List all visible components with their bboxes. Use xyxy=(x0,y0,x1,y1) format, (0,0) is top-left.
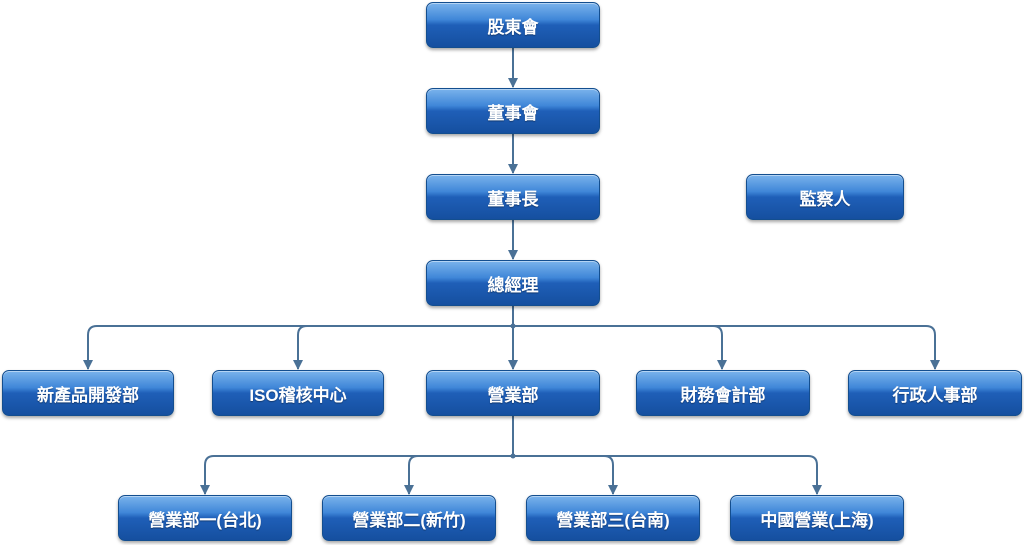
node-finance-accounting: 財務會計部 xyxy=(636,370,810,416)
connector-to-sales-3 xyxy=(513,455,618,495)
node-general-manager: 總經理 xyxy=(426,260,600,306)
junction-dot-sales xyxy=(510,453,516,459)
node-sales-department: 營業部 xyxy=(426,370,600,416)
connector-to-admin xyxy=(513,325,940,370)
node-new-product-dev: 新產品開發部 xyxy=(2,370,174,416)
connector-to-sales-2 xyxy=(404,455,513,495)
node-administration-hr: 行政人事部 xyxy=(848,370,1022,416)
node-sales-2-hsinchu: 營業部二(新竹) xyxy=(322,495,496,541)
node-board-of-directors: 董事會 xyxy=(426,88,600,134)
node-sales-1-taipei: 營業部一(台北) xyxy=(118,495,292,541)
connector-to-china xyxy=(513,455,822,495)
node-china-sales-shanghai: 中國營業(上海) xyxy=(730,495,904,541)
node-supervisor: 監察人 xyxy=(746,174,904,220)
connector-to-iso xyxy=(293,325,513,370)
node-iso-audit-center: ISO稽核中心 xyxy=(212,370,384,416)
node-sales-3-tainan: 營業部三(台南) xyxy=(526,495,700,541)
connector-to-new-product xyxy=(83,325,513,370)
junction-dot-gm xyxy=(510,323,516,329)
connector-to-sales-1 xyxy=(200,455,513,495)
node-shareholders-meeting: 股東會 xyxy=(426,2,600,48)
connector-to-finance xyxy=(513,325,727,370)
node-chairman: 董事長 xyxy=(426,174,600,220)
